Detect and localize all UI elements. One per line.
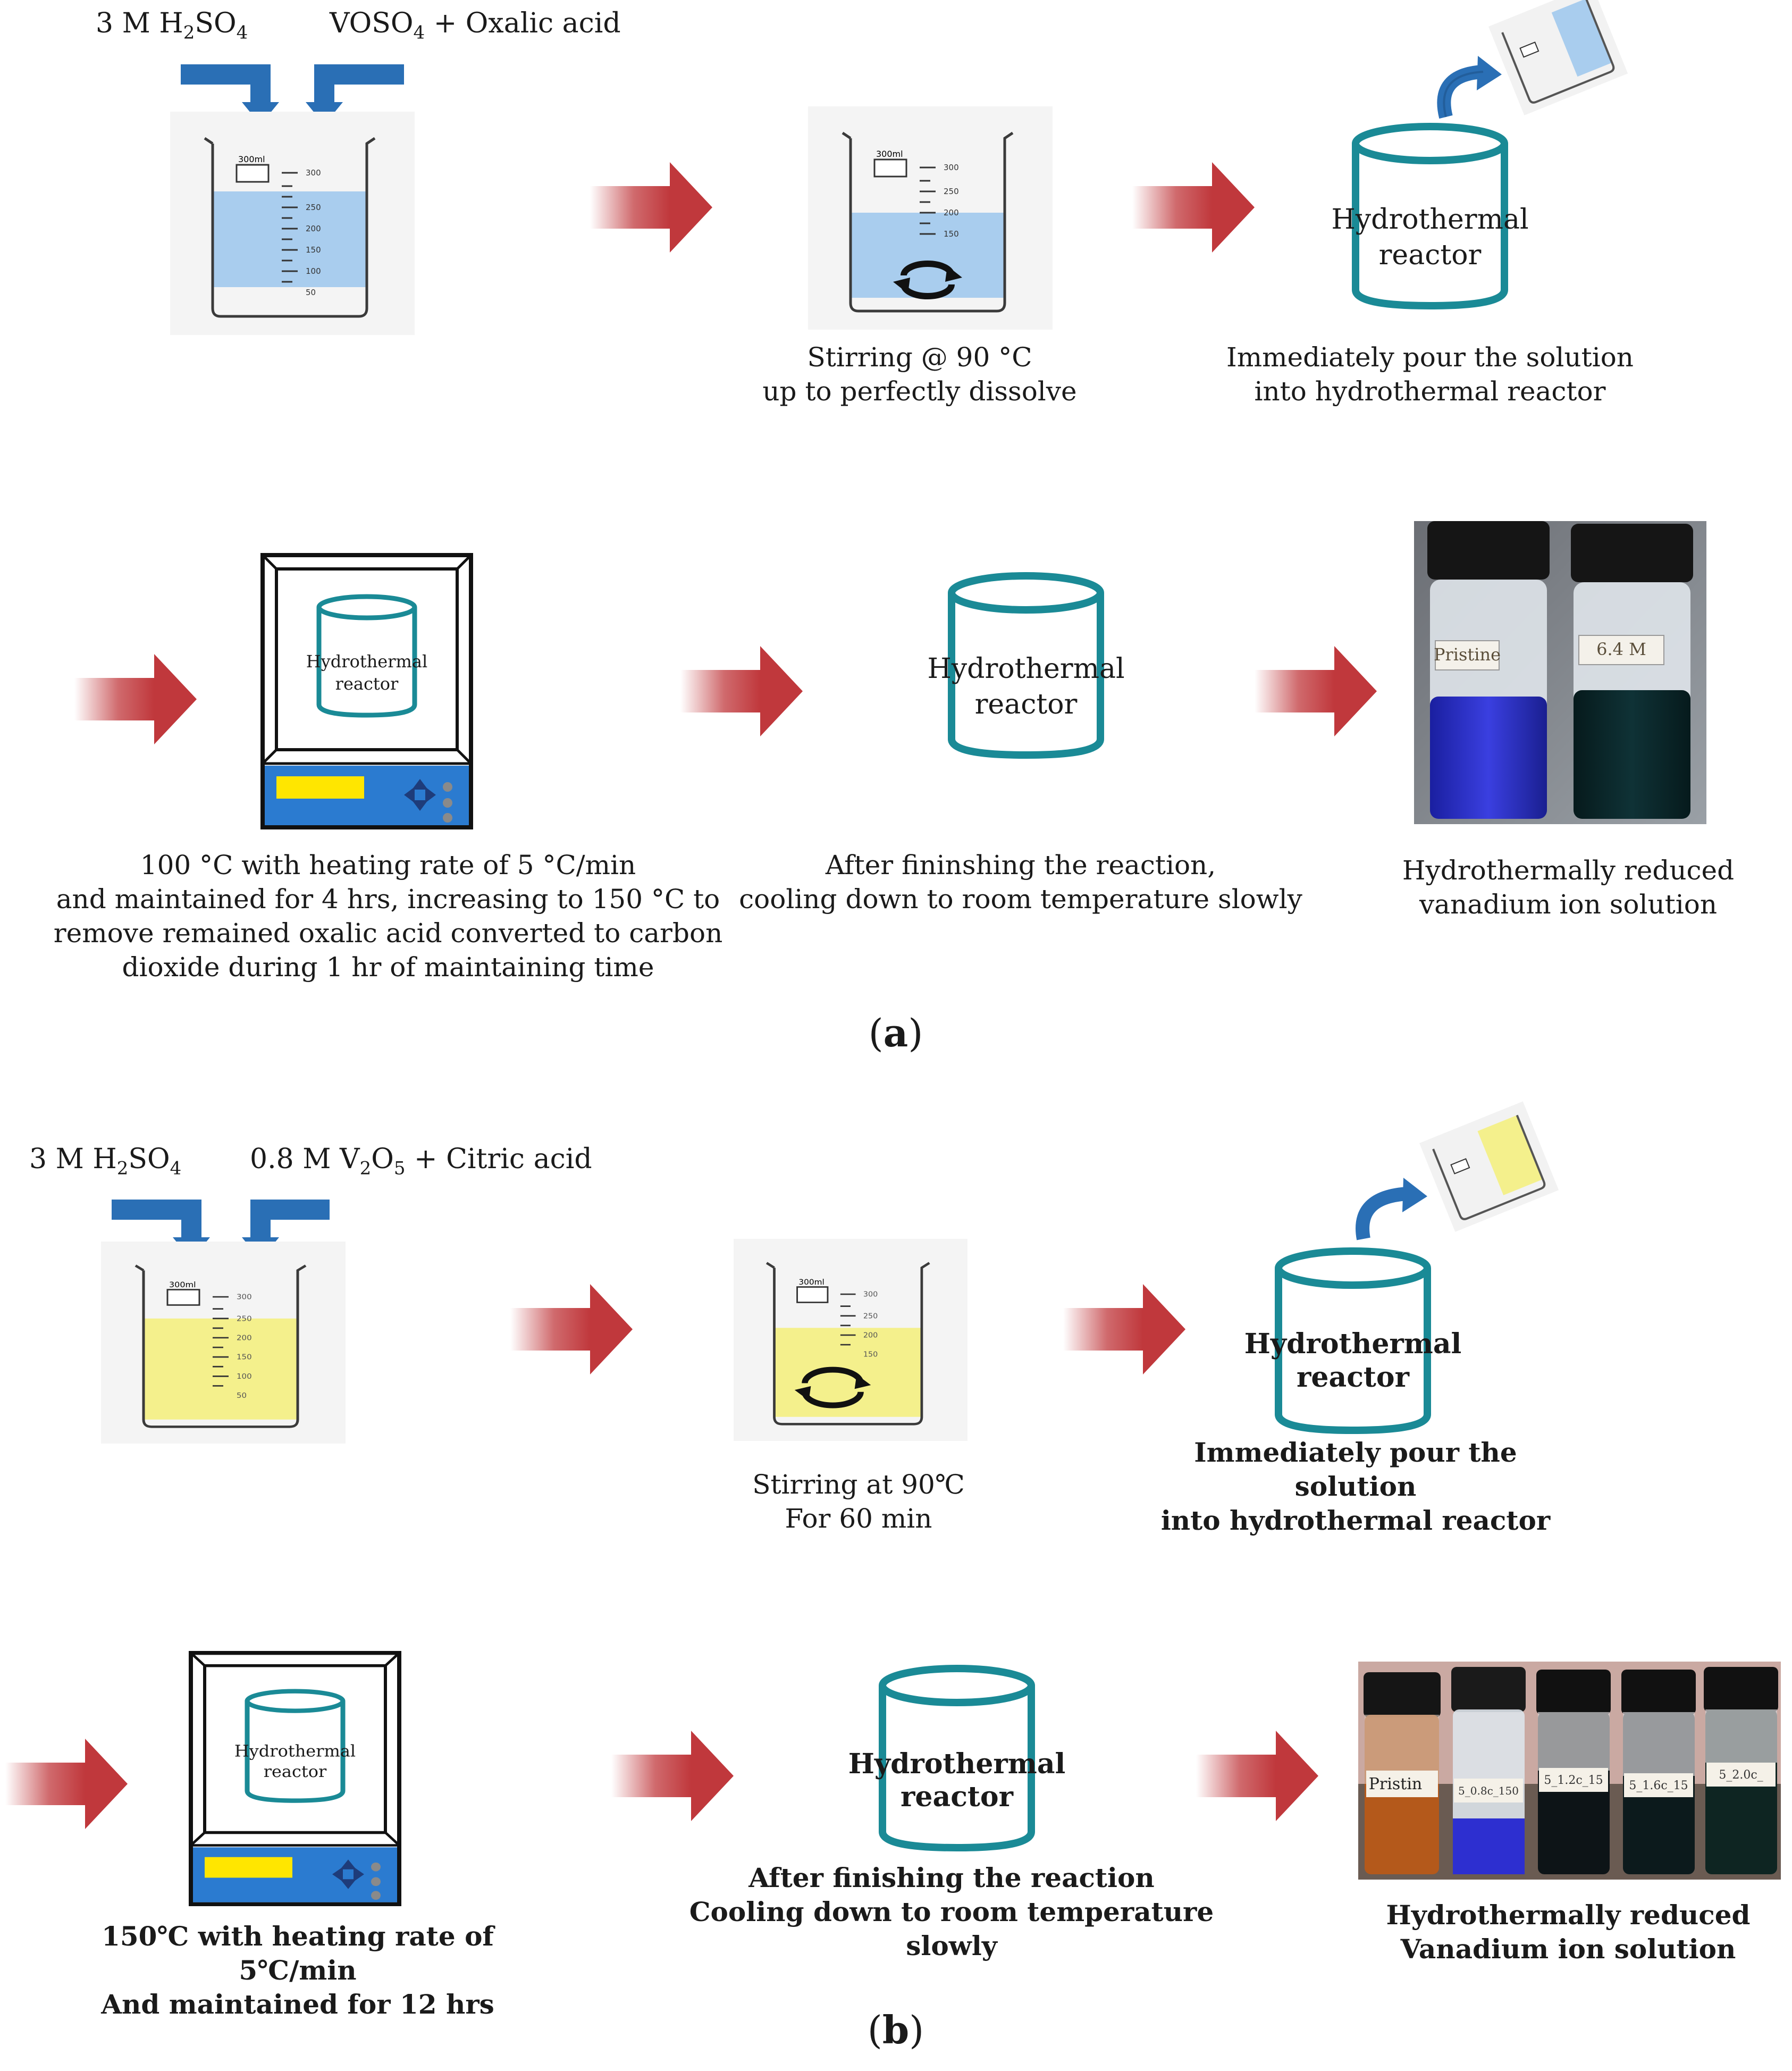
process-arrow-b3 xyxy=(5,1739,128,1829)
svg-text:5_0.8c_150: 5_0.8c_150 xyxy=(1458,1784,1519,1797)
svg-text:reactor: reactor xyxy=(335,674,399,694)
svg-text:150: 150 xyxy=(944,229,959,239)
process-arrow-a3 xyxy=(74,654,197,744)
svg-text:reactor: reactor xyxy=(264,1763,327,1781)
process-arrow-a1 xyxy=(590,162,712,253)
svg-text:300ml: 300ml xyxy=(169,1280,196,1289)
hydrothermal-reactor-icon: Hydrothermal reactor xyxy=(1331,123,1529,310)
beaker-icon: 300ml 300 250 200 150 100 50 xyxy=(101,1242,346,1444)
svg-text:50: 50 xyxy=(237,1392,247,1400)
hydrothermal-reactor-icon: Hydrothermal reactor xyxy=(848,1665,1065,1852)
svg-text:300: 300 xyxy=(863,1290,878,1299)
reagent-sulfuric-acid-b: 3 M H2SO4 xyxy=(29,1143,182,1179)
process-arrow-a4 xyxy=(680,646,803,736)
svg-text:300ml: 300ml xyxy=(876,149,903,159)
panel-tag-b: (b) xyxy=(867,2007,924,2052)
oven-icon: Hydrothermal reactor xyxy=(260,553,473,829)
oven-controls-icon xyxy=(404,779,436,811)
step-label: After finishing the reaction Cooling dow… xyxy=(689,1862,1214,1961)
svg-text:300: 300 xyxy=(944,163,959,172)
svg-text:300: 300 xyxy=(237,1293,252,1301)
svg-text:200: 200 xyxy=(306,224,321,233)
svg-text:Hydrothermal: Hydrothermal xyxy=(848,1748,1066,1780)
svg-text:100: 100 xyxy=(306,266,321,276)
step-label: Immediately pour the solution into hydro… xyxy=(1226,342,1634,407)
beaker-icon: 300ml 300 250 200 150 100 50 xyxy=(170,112,415,335)
vial-0-8c: 5_0.8c_150 xyxy=(1451,1667,1526,1874)
svg-text:5_1.2c_15: 5_1.2c_15 xyxy=(1544,1774,1603,1787)
svg-text:250: 250 xyxy=(237,1315,252,1323)
svg-text:reactor: reactor xyxy=(975,689,1078,720)
svg-text:250: 250 xyxy=(306,203,321,212)
svg-text:300ml: 300ml xyxy=(798,1277,824,1286)
svg-text:Hydrothermal: Hydrothermal xyxy=(306,651,427,672)
svg-text:50: 50 xyxy=(306,288,316,297)
hydrothermal-reactor-icon: Hydrothermal reactor xyxy=(1244,1247,1461,1435)
svg-text:300: 300 xyxy=(306,168,321,178)
oven-controls-icon xyxy=(332,1859,364,1889)
process-arrow-b1 xyxy=(510,1284,633,1374)
svg-text:150: 150 xyxy=(306,245,321,255)
svg-text:150: 150 xyxy=(237,1353,252,1361)
vial-1-2c: 5_1.2c_15 xyxy=(1536,1670,1611,1874)
process-arrow-a2 xyxy=(1132,162,1255,253)
step-label: 150℃ with heating rate of 5℃/min And mai… xyxy=(101,1921,494,2020)
stirring-beaker-icon: 300ml 300 250 200 150 xyxy=(734,1239,967,1441)
svg-text:300ml: 300ml xyxy=(238,154,265,164)
pour-arrow-icon xyxy=(1437,65,1484,119)
svg-text:6.4 M: 6.4 M xyxy=(1596,639,1646,659)
process-arrow-a5 xyxy=(1255,646,1377,736)
vial-1-6c: 5_1.6c_15 xyxy=(1621,1670,1696,1874)
hydrothermal-reactor-icon: Hydrothermal reactor xyxy=(927,572,1125,759)
step-label: After fininshing the reaction, cooling d… xyxy=(739,850,1302,915)
svg-text:5_2.0c_: 5_2.0c_ xyxy=(1719,1768,1763,1782)
svg-text:Hydrothermal: Hydrothermal xyxy=(234,1742,356,1761)
vial-pristine: Pristin xyxy=(1364,1672,1441,1874)
svg-text:5_1.6c_15: 5_1.6c_15 xyxy=(1629,1779,1688,1792)
pouring-beaker-icon xyxy=(1437,0,1628,119)
oven-icon: Hydrothermal reactor xyxy=(189,1651,401,1906)
vial-photo: Pristine 6.4 M xyxy=(1414,521,1706,824)
svg-text:200: 200 xyxy=(863,1331,878,1340)
panel-tag-a: (a) xyxy=(868,1010,923,1055)
svg-text:250: 250 xyxy=(944,187,959,196)
svg-text:Pristine: Pristine xyxy=(1434,644,1501,665)
reagent-voso4-oxalic-a: VOSO4 + Oxalic acid xyxy=(330,7,621,44)
step-label: Hydrothermally reduced vanadium ion solu… xyxy=(1402,855,1735,920)
svg-text:100: 100 xyxy=(237,1372,252,1380)
process-arrow-b4 xyxy=(611,1731,734,1821)
svg-text:200: 200 xyxy=(237,1334,252,1342)
svg-text:250: 250 xyxy=(863,1312,878,1321)
step-label: Stirring at 90℃ For 60 min xyxy=(752,1469,965,1534)
svg-text:reactor: reactor xyxy=(901,1781,1014,1813)
process-arrow-b5 xyxy=(1196,1731,1318,1821)
svg-text:Hydrothermal: Hydrothermal xyxy=(1244,1328,1462,1360)
vial-row-photo: Pristin 5_0.8c_150 5_1.2c_15 5_1.6c_15 xyxy=(1358,1662,1781,1880)
step-label: Immediately pour the solution into hydro… xyxy=(1160,1437,1551,1536)
svg-text:Hydrothermal: Hydrothermal xyxy=(1331,204,1528,236)
step-label: 100 °C with heating rate of 5 °C/min and… xyxy=(53,850,723,983)
svg-text:Hydrothermal: Hydrothermal xyxy=(927,653,1124,685)
svg-text:200: 200 xyxy=(944,208,959,217)
reagent-v2o5-citric-b: 0.8 M V2O5 + Citric acid xyxy=(250,1143,592,1179)
step-label: Hydrothermally reduced Vanadium ion solu… xyxy=(1386,1899,1751,1965)
svg-text:reactor: reactor xyxy=(1379,239,1482,271)
stirring-beaker-icon: 300ml 300 250 200 150 xyxy=(808,106,1053,330)
svg-text:reactor: reactor xyxy=(1297,1361,1410,1394)
pouring-beaker-icon xyxy=(1356,1101,1559,1240)
vial-2-0c: 5_2.0c_ xyxy=(1704,1667,1778,1874)
hydrothermal-reactor-icon: Hydrothermal reactor xyxy=(306,594,427,718)
svg-text:Pristin: Pristin xyxy=(1369,1775,1423,1793)
reagent-sulfuric-acid-a: 3 M H2SO4 xyxy=(96,7,248,44)
hydrothermal-reactor-icon: Hydrothermal reactor xyxy=(234,1689,356,1803)
process-arrow-b2 xyxy=(1063,1284,1185,1374)
pour-arrow-icon xyxy=(1356,1187,1409,1240)
svg-text:150: 150 xyxy=(863,1351,878,1359)
step-label: Stirring @ 90 °C up to perfectly dissolv… xyxy=(762,342,1077,407)
